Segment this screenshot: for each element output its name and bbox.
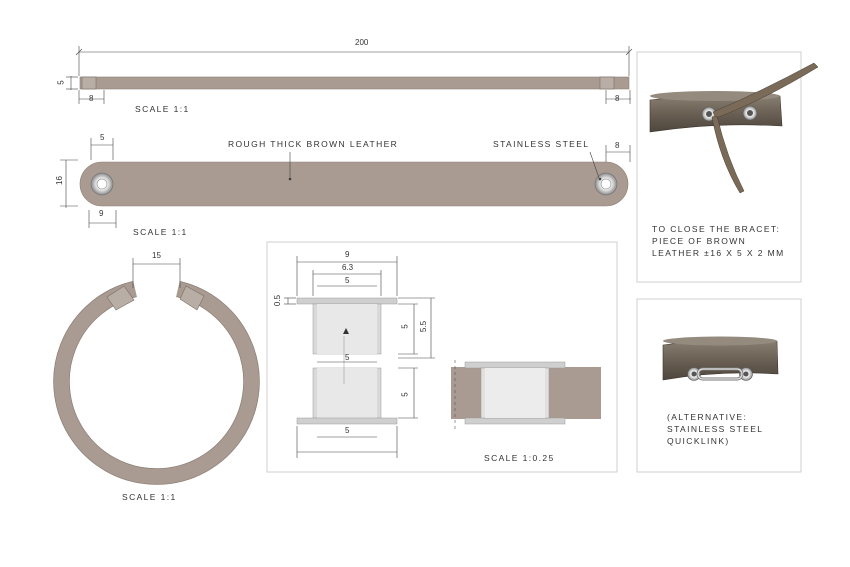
closure-photo-panel [636,51,819,283]
dimension-hole-diameter: 9 [99,209,104,218]
dimension-gap: 15 [152,251,161,260]
dimension-clamp-5-lower: 5 [400,392,410,397]
leader-lines-mid [288,151,602,181]
dimension-lines-detail [284,256,435,458]
scale-label-top: SCALE 1:1 [135,104,190,114]
dimension-hole-offset: 5 [100,133,105,142]
closure-note: TO CLOSE THE BRACET: PIECE OF BROWN LEAT… [652,223,785,259]
dimension-clamp-5-mid: 5 [345,353,350,362]
dimension-clamp-9: 9 [345,250,350,259]
dimension-end-top-right: 8 [615,94,620,103]
material-label-leather: ROUGH THICK BROWN LEATHER [228,139,399,149]
material-label-steel: STAINLESS STEEL [493,139,590,149]
strap-top-view [79,161,629,207]
dimension-strap-width: 16 [54,176,64,185]
bracelet-ring [53,280,260,485]
dimension-lines-ring [132,258,181,288]
dimension-lines-top [66,46,633,104]
dimension-clamp-5-5: 5.5 [419,320,429,333]
dimension-thickness: 5 [56,80,66,85]
dimension-clamp-0-5: 0.5 [273,294,283,307]
quicklink-note-line-1: (ALTERNATIVE: [667,412,748,422]
scale-label-mid: SCALE 1:1 [133,227,188,237]
dimension-clamp-5-top: 5 [345,276,350,285]
scale-label-ring: SCALE 1:1 [122,492,177,502]
dimension-clamp-6-3: 6.3 [342,263,354,272]
closure-note-line-3: LEATHER ±16 X 5 X 2 MM [652,248,785,258]
quicklink-photo-panel [636,298,802,473]
dimension-end-mid-right: 8 [615,141,620,150]
scale-label-detail: SCALE 1:0.25 [484,453,555,463]
dimension-clamp-5-right: 5 [400,324,410,329]
quicklink-note-line-3: QUICKLINK) [667,436,730,446]
dimension-end-top-left: 8 [89,94,94,103]
closure-note-line-1: TO CLOSE THE BRACET: [652,224,781,234]
closure-note-line-2: PIECE OF BROWN [652,236,747,246]
dimension-clamp-5-bottom: 5 [345,426,350,435]
detail-panel [266,241,618,473]
strap-side-view [79,76,630,90]
dimension-length: 200 [355,38,369,47]
quicklink-note: (ALTERNATIVE: STAINLESS STEEL QUICKLINK) [667,411,763,447]
quicklink-note-line-2: STAINLESS STEEL [667,424,764,434]
dimension-lines-mid [60,138,631,228]
